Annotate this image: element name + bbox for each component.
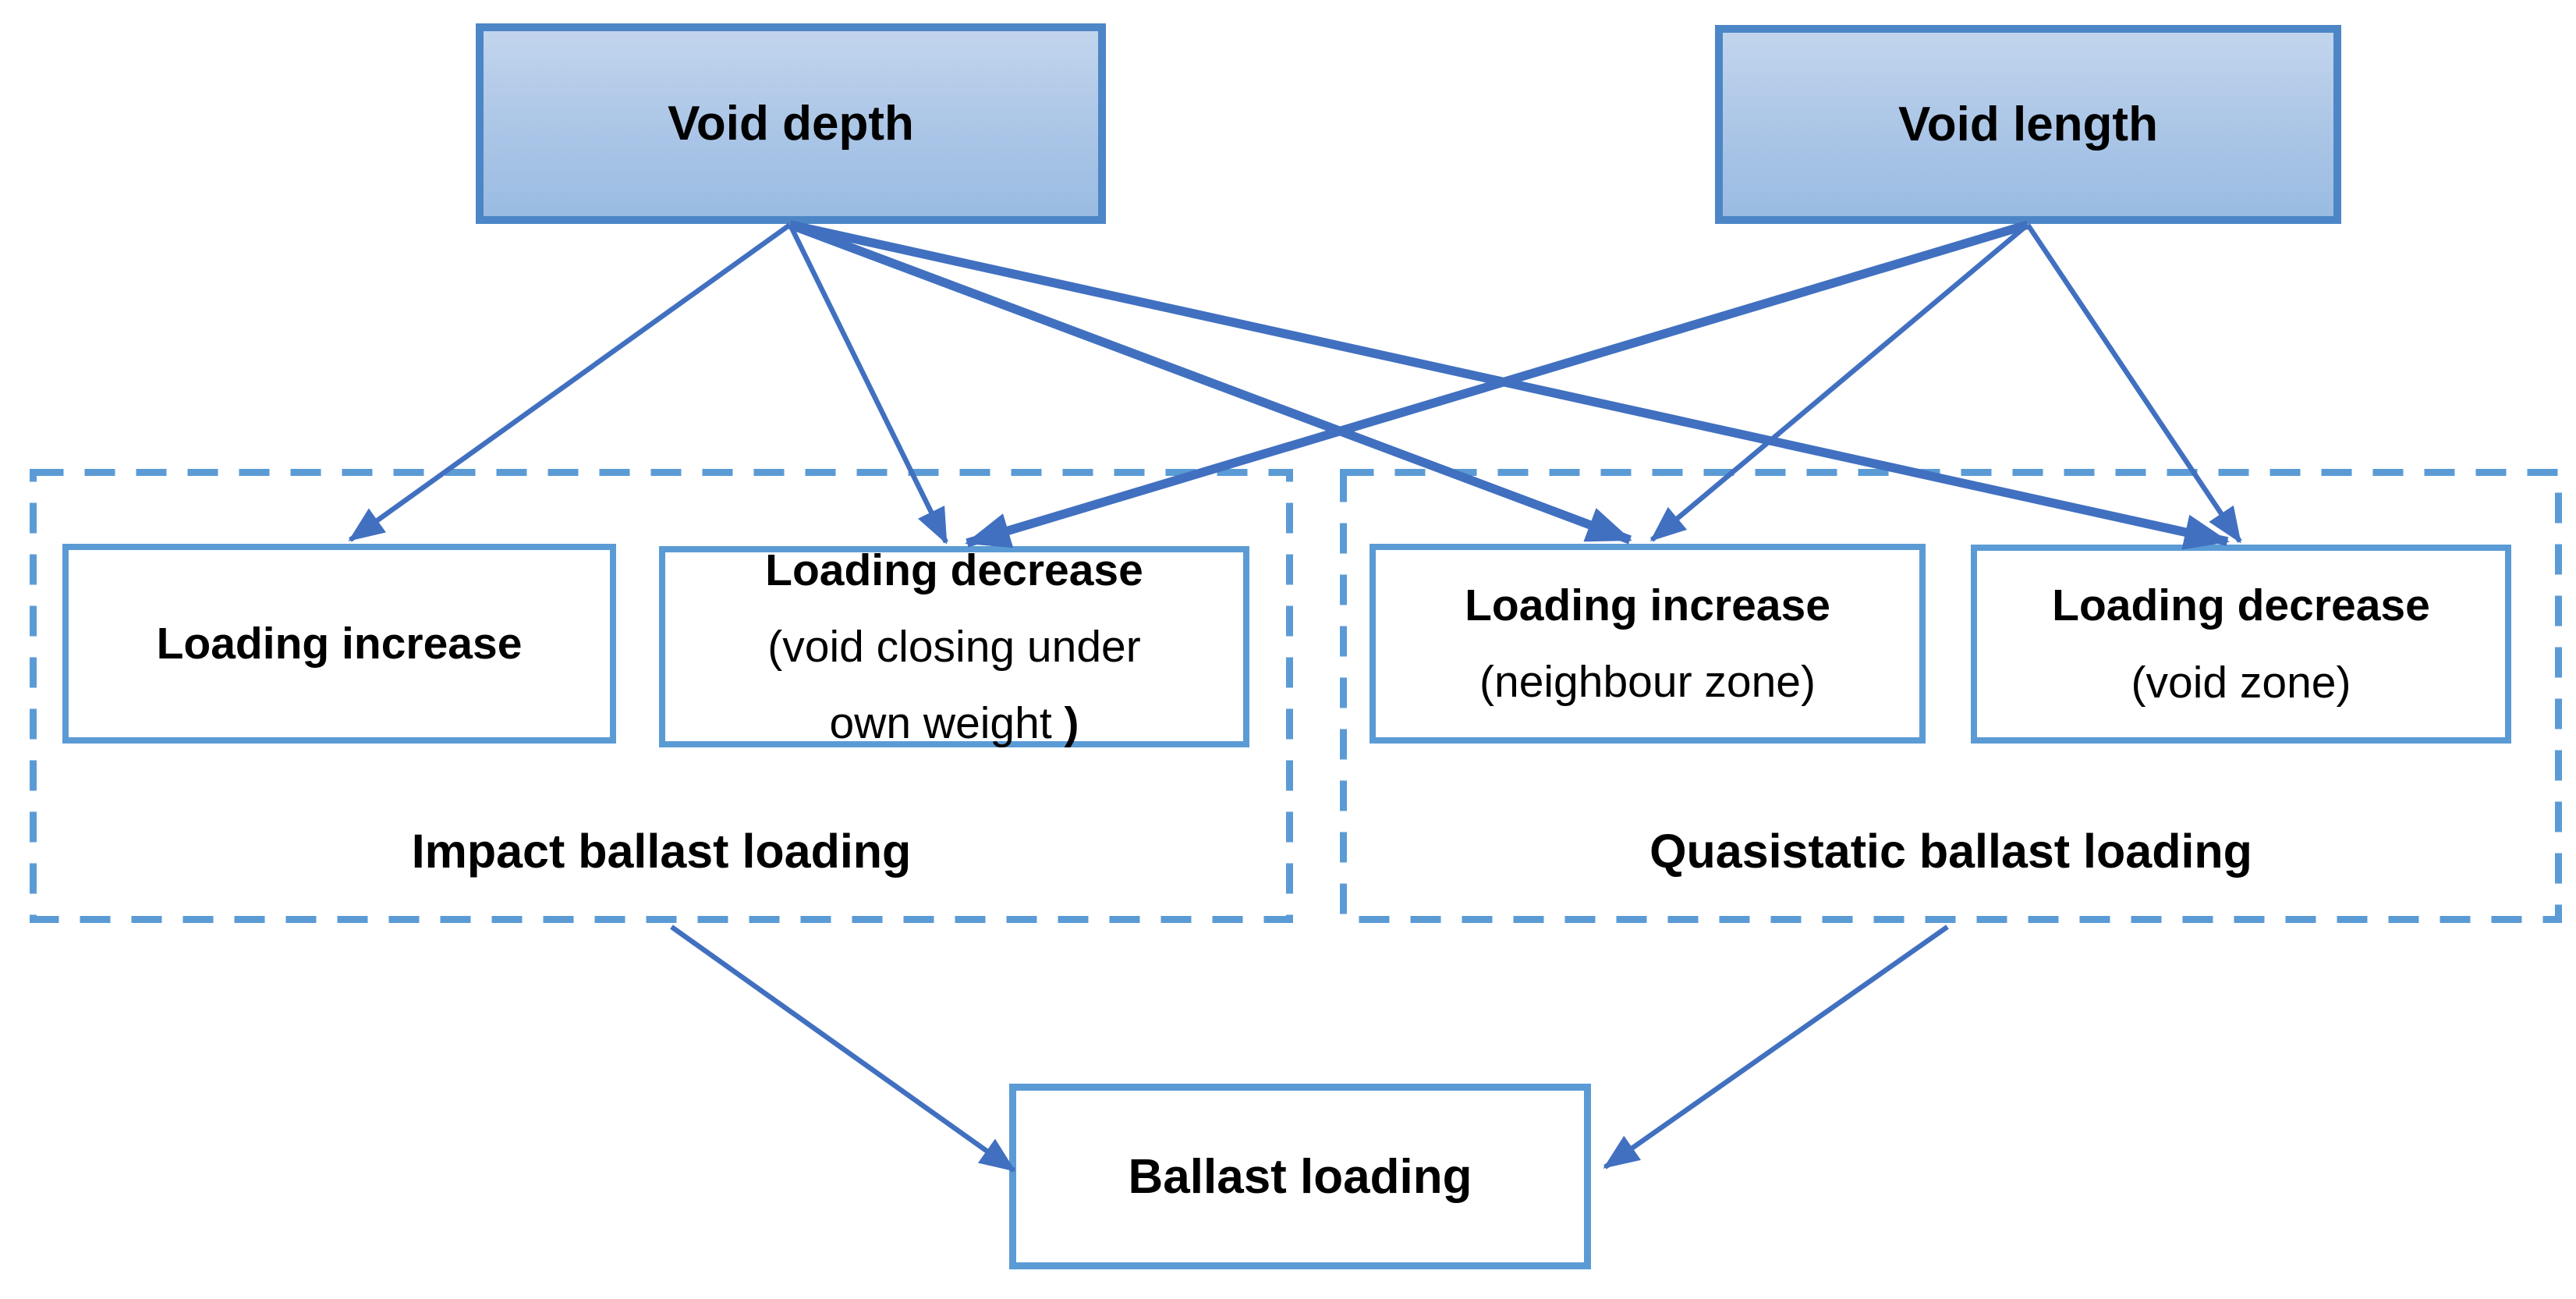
- node-ballast-loading: Ballast loading: [1009, 1084, 1591, 1269]
- text-line: (neighbour zone): [1479, 657, 1816, 707]
- node-void-length-label: Void length: [1898, 98, 2158, 151]
- text-line: Loading decrease: [765, 545, 1143, 595]
- text-line: (void closing under: [767, 621, 1141, 672]
- node-void-depth: Void depth: [476, 23, 1106, 224]
- text-line: Loading increase: [1465, 580, 1830, 630]
- node-loading-increase-impact: Loading increase: [62, 544, 616, 744]
- text-line: (void zone): [2131, 657, 2351, 708]
- node-void-depth-label: Void depth: [668, 97, 914, 151]
- group-impact-label: Impact ballast loading: [411, 825, 912, 878]
- node-loading-decrease-quasistatic: Loading decrease (void zone): [1971, 545, 2511, 744]
- text-line: own weight ): [829, 698, 1079, 749]
- group-quasi-label: Quasistatic ballast loading: [1649, 825, 2252, 878]
- node-loading-decrease-impact: Loading decrease (void closing under own w…: [659, 545, 1249, 748]
- node-loading-increase-quasistatic: Loading increase (neighbour zone): [1369, 544, 1926, 744]
- arrow-impact_group-to-ballast: [670, 925, 1016, 1173]
- text-line: Loading increase: [156, 618, 523, 669]
- node-ballast-loading-label: Ballast loading: [1128, 1149, 1472, 1204]
- arrow-quasi_group-to-ballast: [1603, 925, 1949, 1169]
- text-line: Loading decrease: [2052, 580, 2430, 631]
- node-void-length: Void length: [1715, 25, 2341, 224]
